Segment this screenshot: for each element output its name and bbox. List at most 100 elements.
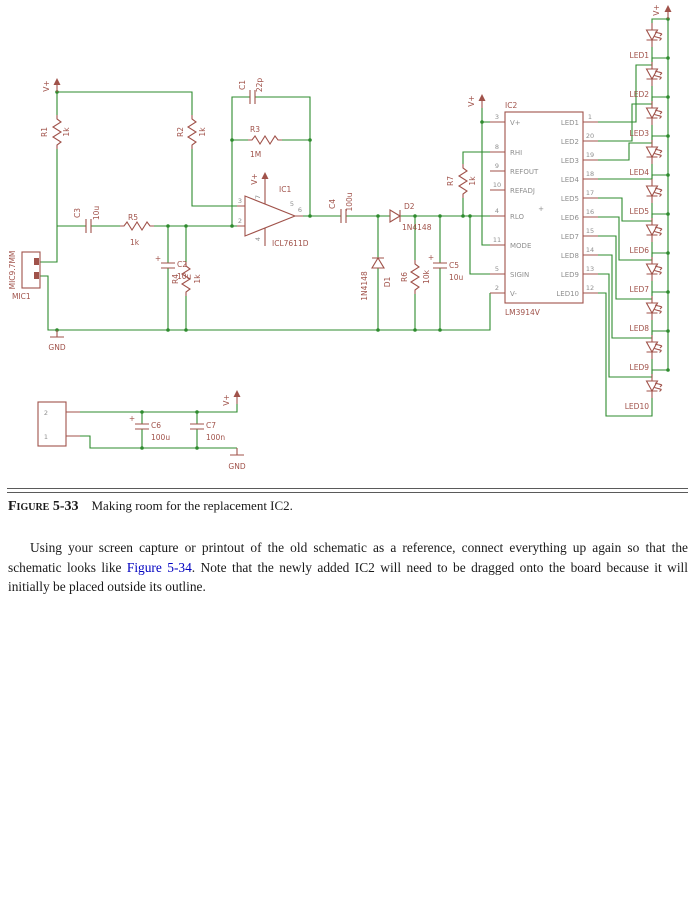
vplus-arrow-icon: [663, 4, 673, 20]
led5-label: LED5: [630, 207, 650, 216]
led7-label: LED7: [630, 285, 650, 294]
r5-value-label: 1k: [130, 238, 140, 247]
component-r3: R3 1M: [247, 125, 283, 159]
c4-name-label: C4: [328, 199, 337, 209]
figure-label: Figure 5-33: [8, 499, 79, 514]
ic1-pin-out: 6: [298, 206, 302, 214]
led-icon: [645, 139, 663, 165]
ic2-pin-label-led5: LED5: [561, 195, 579, 203]
ic2-pin-num-led7: 15: [586, 227, 594, 235]
ic2-pin-num-mode: 11: [493, 236, 501, 244]
c5-value-label: 10u: [449, 273, 464, 282]
ic1-pin-inv: 2: [238, 217, 242, 225]
ic2-pin-label-vplus: V+: [510, 119, 521, 127]
r7-name-label: R7: [446, 176, 455, 186]
ic2-pin-num-led6: 16: [586, 208, 594, 216]
vplus-arrow-icon: [52, 77, 62, 93]
c1-name-label: C1: [238, 80, 247, 90]
component-mic1: MIC9.7MM MIC1: [8, 251, 41, 301]
component-r4: R4 1k: [171, 261, 202, 297]
ic2-pin-label-refout: REFOUT: [510, 168, 539, 176]
r5-name-label: R5: [128, 213, 138, 222]
ic2-vplus-label: V+: [467, 95, 476, 106]
ic2-pin-label-sigin: SIGIN: [510, 271, 529, 279]
ic2-pin-label-led7: LED7: [561, 233, 579, 241]
r7-value-label: 1k: [468, 176, 477, 186]
ic2-pin-num-sigin: 5: [495, 265, 499, 273]
ic2-pin-num-vminus: 2: [495, 284, 499, 292]
ic2-pin-label-vminus: V-: [510, 290, 517, 298]
c7-value-label: 100n: [206, 433, 225, 442]
led1-label: LED1: [630, 51, 650, 60]
ic2-pin-num-rlo: 4: [495, 207, 499, 215]
wires: [40, 18, 669, 449]
ic2-pin-label-led10: LED10: [556, 290, 579, 298]
vplus-arrow-icon: [477, 93, 487, 109]
component-ic1-opamp: 3 2 7 4 5 6 IC1 ICL7611D: [237, 185, 309, 248]
led2-label: LED2: [630, 90, 650, 99]
c1-value-label: 22p: [255, 78, 264, 93]
component-c2: + C2 10u: [155, 254, 192, 281]
r6-name-label: R6: [400, 272, 409, 282]
ic2-pin-num-led2: 20: [586, 132, 594, 140]
ic2-pin-num-led3: 19: [586, 151, 594, 159]
figure-divider-rule: [7, 488, 688, 493]
power-connector: 2 1: [37, 401, 80, 447]
c2-name-label: C2: [177, 260, 187, 269]
led9-label: LED9: [630, 363, 650, 372]
ic2-pin-label-rhi: RHI: [510, 149, 522, 157]
component-c5: + C5 10u: [428, 253, 464, 282]
r4-value-label: 1k: [193, 274, 202, 284]
ic1-pin-vee: 4: [254, 237, 262, 241]
led-icon: [645, 61, 663, 87]
led-icon: [645, 295, 663, 321]
paragraph-text-after: . Note that the newly added IC2 will nee…: [8, 559, 688, 595]
r1-value-label: 1k: [62, 127, 71, 137]
ic2-name-label: IC2: [505, 101, 517, 110]
c6-plus-mark: +: [129, 414, 135, 423]
ic2-pin-num-led5: 17: [586, 189, 594, 197]
c7-name-label: C7: [206, 421, 216, 430]
led-icon: [645, 373, 663, 399]
ic2-pin-num-led1: 1: [588, 113, 592, 121]
ic2-pin-label-led9: LED9: [561, 271, 579, 279]
led-rail-vplus-label: V+: [652, 4, 661, 15]
vplus-arrow-icon: [232, 389, 242, 405]
gnd-symbol-icon: [49, 329, 65, 338]
r3-name-label: R3: [250, 125, 260, 134]
ic2-value-label: LM3914V: [505, 308, 541, 317]
ic1-value-label: ICL7611D: [272, 239, 309, 248]
led-icon: [645, 217, 663, 243]
figure-caption-text: Making room for the replacement IC2.: [91, 498, 293, 513]
component-ic2-lm3914: IC2 LM3914V + 3 8 9 10 4 11 5 2 V+ RHI R…: [490, 101, 598, 317]
ic1-pin-vcc: 7: [254, 195, 262, 199]
component-r6: R6 10k: [400, 259, 431, 295]
ic2-pin-label-led6: LED6: [561, 214, 580, 222]
c3-name-label: C3: [73, 208, 82, 218]
led6-label: LED6: [630, 246, 650, 255]
component-c1: C1 22p: [238, 78, 264, 105]
vplus-left-label: V+: [42, 80, 51, 91]
ic2-pin-label-mode: MODE: [510, 242, 531, 250]
c3-value-label: 10u: [92, 206, 101, 221]
ic2-pin-num-vplus: 3: [495, 113, 499, 121]
led4-label: LED4: [630, 168, 650, 177]
led-icon: [645, 100, 663, 126]
ic2-pin-label-led8: LED8: [561, 252, 579, 260]
component-c7: C7 100n: [189, 421, 225, 442]
ic2-pin-num-refout: 9: [495, 162, 499, 170]
led10-label: LED10: [625, 402, 649, 411]
component-c6: + C6 100u: [129, 414, 170, 442]
r1-name-label: R1: [40, 127, 49, 137]
ic2-pin-label-refadj: REFADJ: [510, 187, 535, 195]
vplus-arrow-icon: [260, 171, 270, 187]
led-icon: [645, 334, 663, 360]
paragraph-text-before: Using your screen capture or printout of…: [8, 540, 688, 575]
c6-name-label: C6: [151, 421, 161, 430]
component-c3: C3 10u: [73, 206, 101, 234]
body-paragraph: Using your screen capture or printout of…: [8, 538, 688, 597]
led-icon: [645, 178, 663, 204]
figure-5-34-link[interactable]: Figure 5-34: [126, 559, 192, 575]
r6-value-label: 10k: [422, 269, 431, 284]
